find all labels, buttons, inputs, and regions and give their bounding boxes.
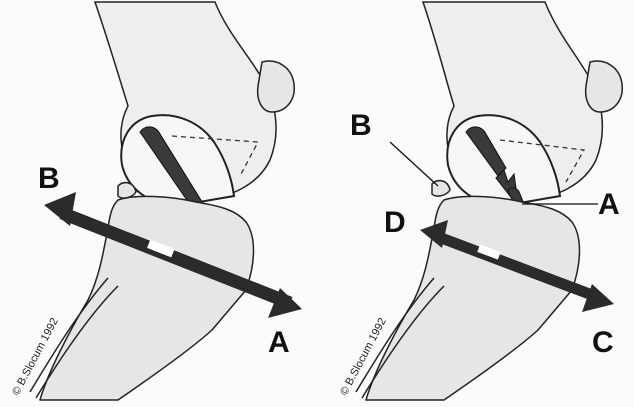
tibia-left <box>40 196 254 400</box>
fabella-right <box>586 61 623 112</box>
tuberosity-left <box>118 183 136 198</box>
label-b-right: B <box>350 109 372 142</box>
label-d-right: D <box>384 206 406 239</box>
label-c-right: C <box>592 326 614 359</box>
label-a-left: A <box>268 326 290 359</box>
right-panel: B A D C © B.Slocum 1992 <box>338 2 622 400</box>
fabella-left <box>258 61 295 112</box>
left-panel: B A © B.Slocum 1992 <box>10 2 302 400</box>
leader-b-right <box>390 142 438 186</box>
label-a-right: A <box>598 188 620 221</box>
label-b-left: B <box>38 162 60 195</box>
